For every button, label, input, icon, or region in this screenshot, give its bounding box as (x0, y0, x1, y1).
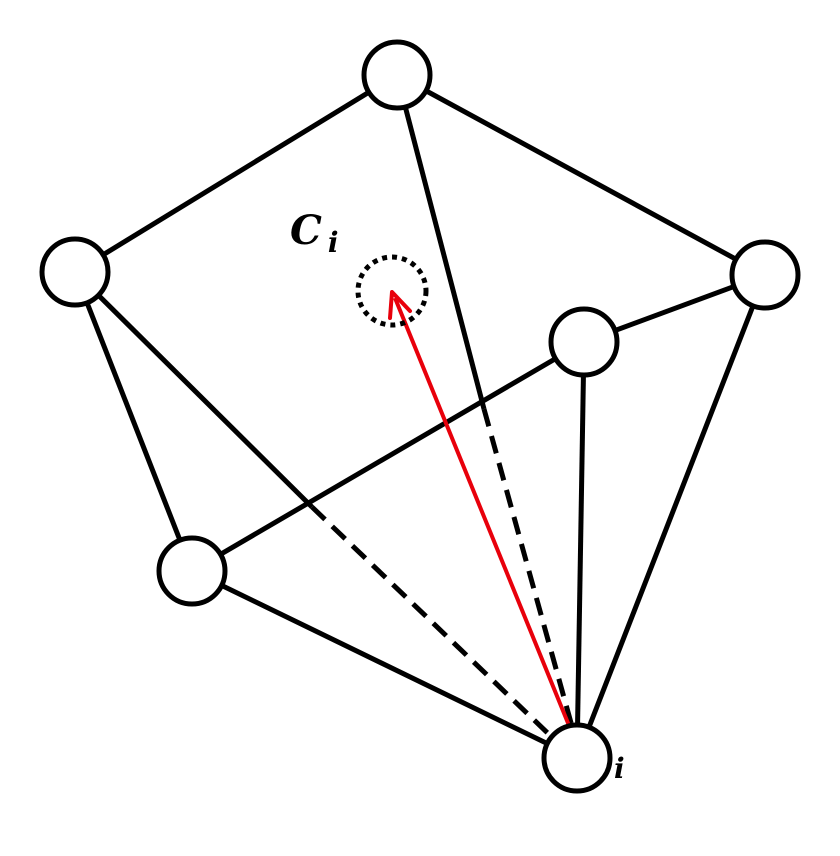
centroid-circle (355, 254, 429, 328)
edge-top-bottom (394, 74, 487, 410)
edges (72, 72, 768, 761)
node-lower-left (156, 535, 228, 607)
edge-left-bottom-hidden (310, 505, 558, 743)
arrow-shaft (393, 297, 572, 729)
centroid-arrow (388, 290, 572, 729)
edge-top-left (73, 72, 399, 275)
nodes (39, 39, 801, 794)
node-i-label: i (614, 752, 625, 785)
edge-lowerleft-inner (190, 339, 586, 574)
node-top (361, 39, 433, 111)
node-inner (548, 306, 620, 378)
edge-left-bottom (73, 270, 314, 509)
node-right (729, 239, 801, 311)
centroid-label-main: C (290, 207, 322, 254)
edge-lowerleft-bottom (190, 568, 579, 761)
node-i (541, 722, 613, 794)
centroid-label-subscript: i (328, 226, 339, 259)
node-left (39, 236, 111, 308)
edge-left-lowerleft (72, 271, 195, 572)
arrow-head (388, 290, 412, 320)
edge-top-right (395, 72, 767, 278)
edge-inner-bottom (574, 341, 587, 759)
edge-right-bottom (574, 274, 768, 759)
